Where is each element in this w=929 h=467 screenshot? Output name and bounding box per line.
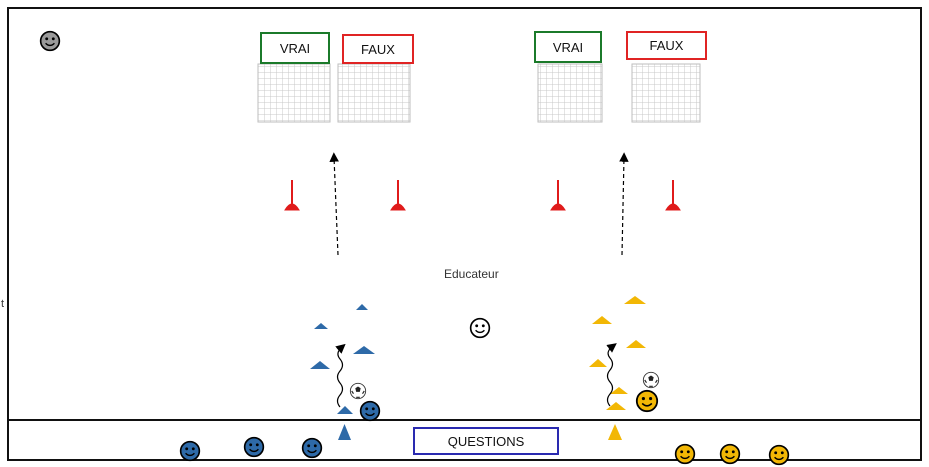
yellow-cone-icon (589, 359, 607, 367)
blue-cone-icon (310, 361, 330, 369)
yellow-cone-icon (626, 340, 646, 348)
blue-cone-icon (356, 304, 368, 310)
shot-arrow-right (619, 152, 629, 256)
yellow-cone-icon (592, 316, 612, 324)
yellow-player-icon (719, 443, 741, 465)
red-marker-icon (390, 180, 406, 211)
goal-net-right-false (631, 63, 701, 123)
red-marker-icon (550, 180, 566, 211)
ball-icon (349, 382, 367, 400)
yellow-cone-icon (606, 402, 626, 410)
blue-cone-icon (338, 424, 351, 440)
educator-label: Educateur (444, 267, 499, 281)
blue-cone-icon (314, 323, 328, 329)
grey-player-icon (39, 30, 61, 52)
edge-text-fragment: t (1, 298, 5, 310)
yellow-cone-icon (608, 424, 622, 440)
goal-true-label-right: VRAI (534, 31, 602, 63)
blue-player-icon (359, 400, 381, 422)
blue-cone-icon (337, 406, 353, 414)
field-boundary (7, 7, 922, 461)
shot-arrow-left (329, 152, 339, 256)
ball-icon (642, 371, 660, 389)
goal-false-label-right: FAUX (626, 31, 707, 60)
goal-net-left-false (337, 63, 411, 123)
dribble-arrow-blue (335, 343, 346, 408)
educator-icon (469, 317, 491, 339)
yellow-player-icon (768, 444, 790, 466)
goal-true-label-left: VRAI (260, 32, 330, 64)
yellow-cone-icon (624, 296, 646, 304)
dribble-arrow-yellow (606, 343, 617, 407)
blue-player-icon (179, 440, 201, 462)
goal-false-label-left: FAUX (342, 34, 414, 64)
blue-player-icon (301, 437, 323, 459)
questions-box: QUESTIONS (413, 427, 559, 455)
blue-player-icon (243, 436, 265, 458)
red-marker-icon (665, 180, 681, 211)
yellow-cone-icon (610, 387, 628, 394)
red-marker-icon (284, 180, 300, 211)
yellow-player-icon (674, 443, 696, 465)
blue-cone-icon (353, 346, 375, 354)
yellow-player-icon (635, 389, 659, 413)
goal-net-left-true (257, 63, 331, 123)
goal-net-right-true (537, 63, 603, 123)
